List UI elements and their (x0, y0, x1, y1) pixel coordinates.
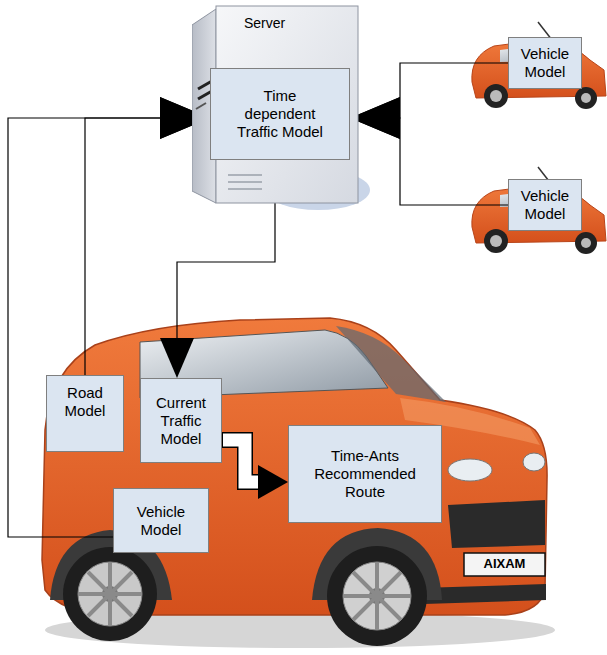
arrowhead (258, 465, 288, 499)
arrowhead (160, 338, 194, 378)
small-car (472, 167, 606, 254)
vehicle-model-box: Vehicle Model (508, 37, 582, 89)
connector (8, 97, 210, 537)
box-text: Vehicle Model (126, 503, 196, 539)
vehicle-model-box: Vehicle Model (113, 488, 209, 553)
box-text: Time dependent Traffic Model (230, 87, 330, 141)
box-text: Time-Ants Recommended Route (305, 447, 425, 501)
box-text: Vehicle Model (513, 45, 577, 81)
small-car (472, 22, 606, 109)
current-traffic-box: Current Traffic Model (140, 378, 222, 463)
connector (350, 97, 508, 205)
road-model-box: Road Model (46, 375, 124, 452)
connector (222, 440, 288, 499)
vehicle-model-box: Vehicle Model (508, 179, 582, 231)
connector (350, 63, 508, 139)
route-box: Time-Ants Recommended Route (288, 425, 442, 523)
plate-text: AIXAM (464, 554, 545, 575)
box-text: Road Model (52, 384, 118, 420)
connector (85, 97, 210, 375)
server: ServerTime dependent Traffic Model (192, 5, 360, 205)
big-car (42, 318, 555, 648)
traffic-model-box: Time dependent Traffic Model (210, 68, 350, 160)
box-text: Vehicle Model (513, 187, 577, 223)
server-label: Server (244, 14, 285, 32)
box-text: Current Traffic Model (146, 394, 216, 448)
